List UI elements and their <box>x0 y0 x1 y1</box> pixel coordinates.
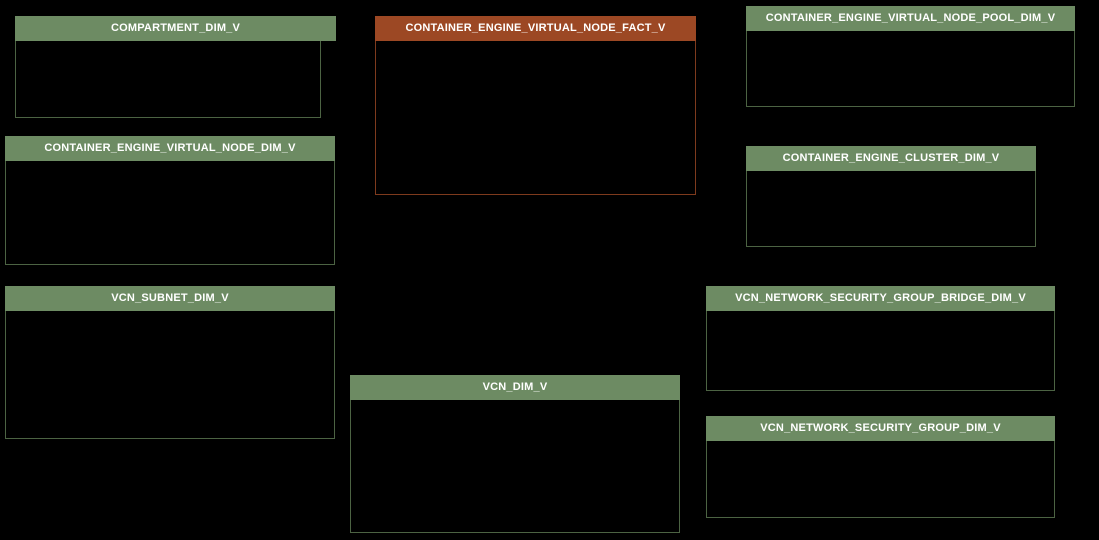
entity-header-container-engine-virtual-node-fact-v[interactable]: CONTAINER_ENGINE_VIRTUAL_NODE_FACT_V <box>375 16 696 41</box>
entity-header-container-engine-virtual-node-dim-v[interactable]: CONTAINER_ENGINE_VIRTUAL_NODE_DIM_V <box>5 136 335 161</box>
entity-header-vcn-network-security-group-dim-v[interactable]: VCN_NETWORK_SECURITY_GROUP_DIM_V <box>706 416 1055 441</box>
entity-header-vcn-subnet-dim-v[interactable]: VCN_SUBNET_DIM_V <box>5 286 335 311</box>
entity-body-vcn-subnet-dim-v[interactable] <box>5 311 335 439</box>
entity-body-vcn-network-security-group-bridge-dim-v[interactable] <box>706 311 1055 391</box>
entity-header-vcn-network-security-group-bridge-dim-v[interactable]: VCN_NETWORK_SECURITY_GROUP_BRIDGE_DIM_V <box>706 286 1055 311</box>
entity-body-compartment-dim-v[interactable] <box>15 41 321 118</box>
entity-header-vcn-dim-v[interactable]: VCN_DIM_V <box>350 375 680 400</box>
entity-body-container-engine-cluster-dim-v[interactable] <box>746 171 1036 247</box>
entity-body-vcn-network-security-group-dim-v[interactable] <box>706 441 1055 518</box>
entity-body-container-engine-virtual-node-pool-dim-v[interactable] <box>746 31 1075 107</box>
entity-body-container-engine-virtual-node-dim-v[interactable] <box>5 161 335 265</box>
entity-body-container-engine-virtual-node-fact-v[interactable] <box>375 41 696 195</box>
entity-body-vcn-dim-v[interactable] <box>350 400 680 533</box>
entity-header-compartment-dim-v[interactable]: COMPARTMENT_DIM_V <box>15 16 336 41</box>
entity-header-container-engine-virtual-node-pool-dim-v[interactable]: CONTAINER_ENGINE_VIRTUAL_NODE_POOL_DIM_V <box>746 6 1075 31</box>
entity-header-container-engine-cluster-dim-v[interactable]: CONTAINER_ENGINE_CLUSTER_DIM_V <box>746 146 1036 171</box>
